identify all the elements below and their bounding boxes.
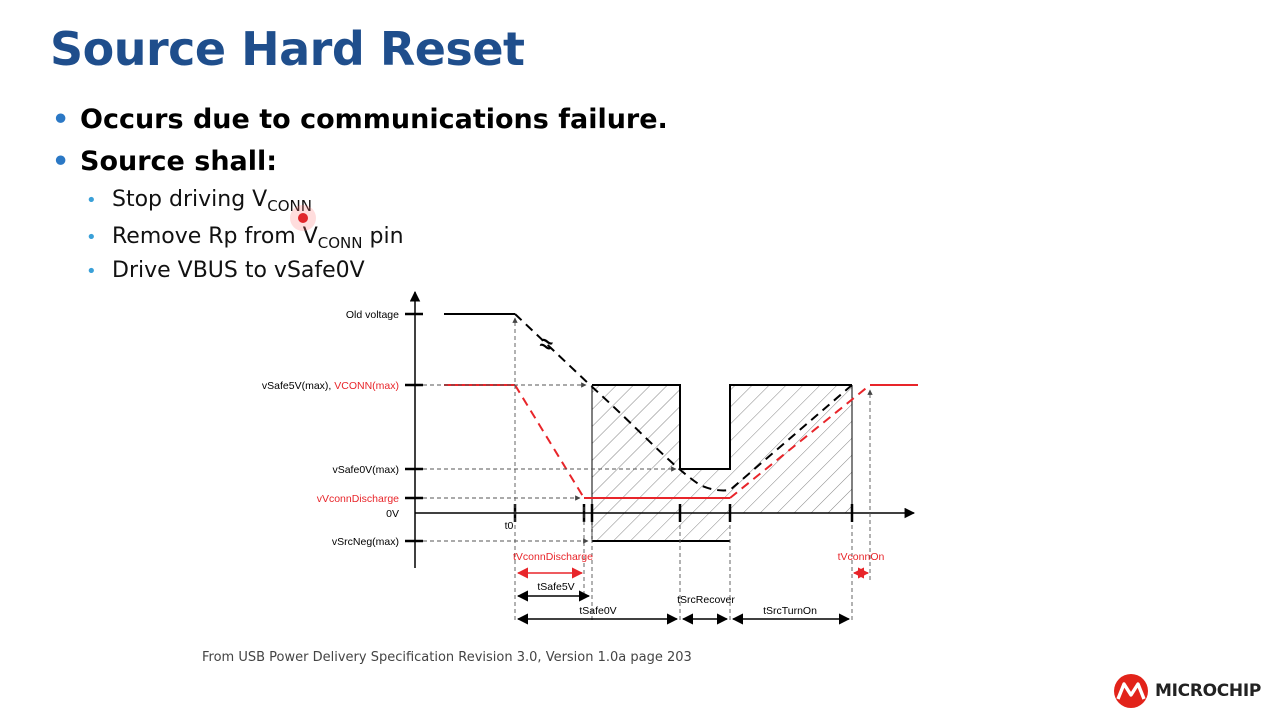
microchip-logo-icon (1114, 674, 1148, 708)
upper-envelope (592, 384, 852, 470)
bullet-text: Source shall: (80, 146, 278, 177)
approx-symbol: ≈ (536, 330, 556, 358)
sub-bullet-1: • Stop driving VCONN (86, 187, 312, 215)
sub-bullet-text: Remove Rp from V (112, 224, 318, 249)
sub-bullet-text: Drive VBUS to vSafe0V (112, 258, 365, 283)
vconn-ramp-up (729, 384, 871, 499)
label-old-voltage: Old voltage (346, 309, 399, 321)
label-t0: t0 (505, 520, 514, 532)
bullet-marker: • (52, 146, 70, 177)
axes (409, 290, 916, 568)
label-vsafe0v: vSafe0V(max) (332, 464, 399, 476)
source-citation: From USB Power Delivery Specification Re… (202, 650, 692, 665)
label-tsrc-turnon: tSrcTurnOn (763, 605, 817, 617)
hatch-region-3 (730, 385, 852, 513)
label-tsafe5v: tSafe5V (537, 581, 574, 593)
subscript: CONN (267, 197, 312, 215)
y-ticks (405, 312, 423, 543)
sub-bullet-marker: • (86, 227, 97, 248)
vconn-discharge-ramp (514, 384, 585, 499)
label-vsafe5v-prefix: vSafe5V(max), (262, 380, 334, 392)
label-zero: 0V (386, 508, 399, 520)
hatch-region-2 (680, 469, 730, 541)
hatched-regions (592, 385, 852, 541)
label-vconn-max: VCONN(max) (334, 380, 399, 392)
bullet-1: • Occurs due to communications failure. (52, 104, 668, 135)
pointer-dot (298, 213, 308, 223)
label-vsrcneg: vSrcNeg(max) (332, 536, 399, 548)
duration-arrows (516, 567, 870, 625)
bullet-2: • Source shall: (52, 146, 277, 177)
label-tsafe0v: tSafe0V (579, 605, 616, 617)
sub-bullet-text: Stop driving V (112, 187, 268, 212)
vbus-envelope (591, 384, 853, 542)
label-tvconn-on: tVconnOn (838, 551, 885, 563)
bullet-text: Occurs due to communications failure. (80, 104, 668, 135)
microchip-logo: MICROCHIP (1113, 673, 1261, 709)
vbus-curve (444, 313, 853, 492)
x-ticks (513, 504, 854, 522)
reference-lines (423, 382, 677, 544)
time-labels: t0 tVconnDischarge tSafe5V tSafe0V tSrcR… (505, 520, 885, 617)
label-vvconn-discharge: vVconnDischarge (317, 493, 399, 505)
sub-bullet-marker: • (86, 190, 97, 211)
y-labels: Old voltage vSafe5V(max), VCONN(max) vSa… (262, 309, 399, 548)
sub-bullet-2: • Remove Rp from VCONN pin (86, 224, 404, 252)
label-tsrc-recover: tSrcRecover (677, 594, 735, 606)
hatch-region-1 (592, 385, 680, 541)
sub-bullet-3: • Drive VBUS to vSafe0V (86, 258, 365, 283)
subscript: CONN (317, 234, 363, 252)
page-title: Source Hard Reset (50, 22, 525, 76)
label-vsafe5v: vSafe5V(max), VCONN(max) (262, 380, 399, 392)
logo-text: MICROCHIP (1155, 681, 1262, 701)
vbus-decay (514, 313, 853, 492)
label-tvconn-discharge: tVconnDischarge (513, 551, 593, 563)
sub-bullet-marker: • (86, 261, 97, 282)
bullet-marker: • (52, 104, 70, 135)
sub-bullet-suffix: pin (362, 224, 404, 249)
time-reference-lines (512, 317, 873, 620)
vconn-curve (444, 384, 918, 499)
